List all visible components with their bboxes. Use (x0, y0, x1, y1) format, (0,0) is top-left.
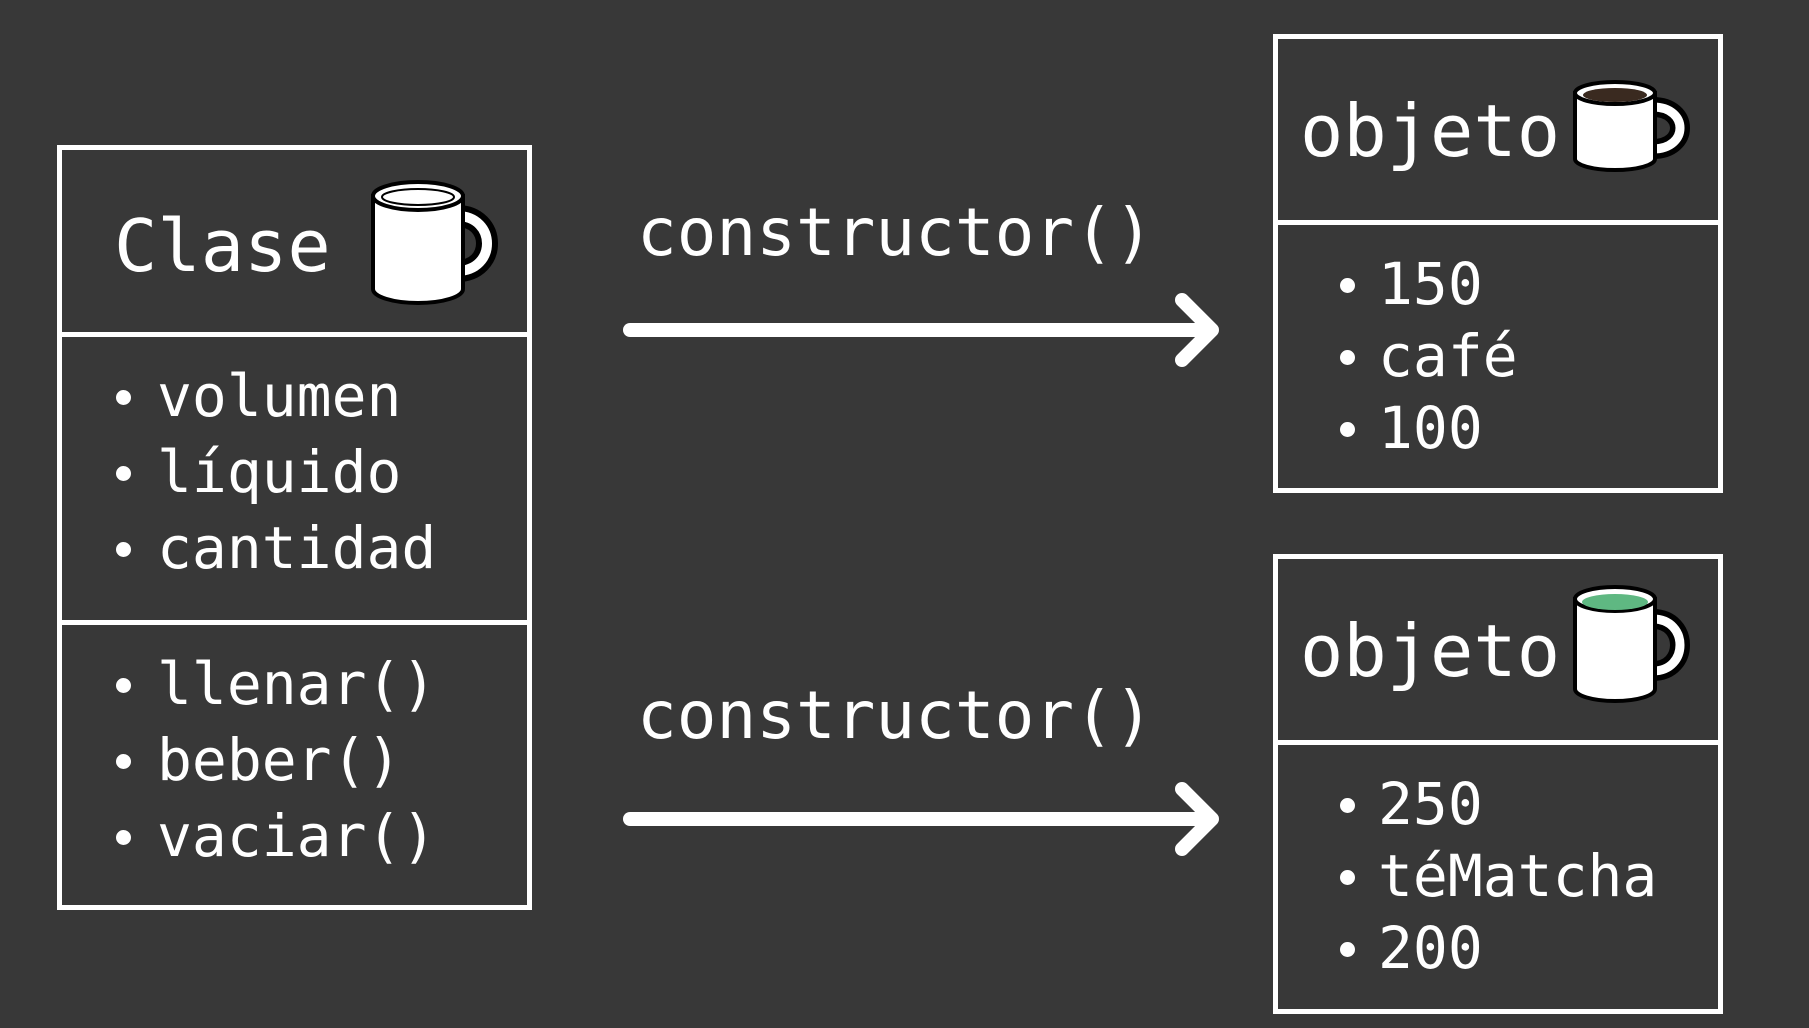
attribute-label: cantidad (157, 514, 437, 582)
value-item: 200 (1340, 919, 1657, 991)
arrow-right-icon (623, 293, 1219, 367)
method-item: vaciar() (116, 807, 436, 883)
value-label: 150 (1378, 250, 1483, 318)
class-attributes-section: volumen líquido cantidad (62, 332, 527, 620)
value-label: café (1378, 322, 1518, 390)
bullet (116, 390, 131, 405)
object-values-list: 150 café 100 (1340, 255, 1518, 471)
constructor-label-2: constructor() (637, 677, 1154, 754)
value-item: café (1340, 327, 1518, 399)
method-item: llenar() (116, 655, 436, 731)
attributes-list: volumen líquido cantidad (116, 367, 436, 595)
value-item: 100 (1340, 399, 1518, 471)
object-title-section: objeto (1278, 39, 1718, 220)
object-values-list: 250 téMatcha 200 (1340, 775, 1657, 991)
value-item: 250 (1340, 775, 1657, 847)
bullet (1340, 870, 1355, 885)
object-title: objeto (1300, 89, 1561, 173)
class-title-section: Clase (62, 150, 527, 332)
object-box-2: objeto 250 téMatcha 200 (1273, 554, 1723, 1014)
attribute-label: volumen (157, 362, 402, 430)
bullet (1340, 278, 1355, 293)
attribute-item: líquido (116, 443, 436, 519)
matcha-mug-icon (1573, 585, 1690, 703)
bullet (1340, 798, 1355, 813)
object-title: objeto (1300, 609, 1561, 693)
object-title-section: objeto (1278, 559, 1718, 740)
bullet (1340, 422, 1355, 437)
class-methods-section: llenar() beber() vaciar() (62, 620, 527, 905)
attribute-label: líquido (157, 438, 402, 506)
object-box-1: objeto 150 café 100 (1273, 34, 1723, 493)
method-item: beber() (116, 731, 436, 807)
constructor-label-1: constructor() (637, 194, 1154, 271)
bullet (116, 466, 131, 481)
value-label: 250 (1378, 770, 1483, 838)
bullet (116, 542, 131, 557)
attribute-item: cantidad (116, 519, 436, 595)
class-box: Clase volumen líquido cantidad llenar() … (57, 145, 532, 910)
value-item: 150 (1340, 255, 1518, 327)
methods-list: llenar() beber() vaciar() (116, 655, 436, 883)
method-label: vaciar() (157, 802, 437, 870)
object-values-section: 150 café 100 (1278, 220, 1718, 457)
attribute-item: volumen (116, 367, 436, 443)
value-label: 100 (1378, 394, 1483, 462)
bullet (1340, 942, 1355, 957)
value-label: 200 (1378, 914, 1483, 982)
arrow-right-icon (623, 782, 1219, 856)
bullet (1340, 350, 1355, 365)
bullet (116, 678, 131, 693)
class-title: Clase (114, 204, 331, 288)
empty-mug-icon (371, 180, 498, 305)
method-label: beber() (157, 726, 402, 794)
object-values-section: 250 téMatcha 200 (1278, 740, 1718, 977)
bullet (116, 754, 131, 769)
method-label: llenar() (157, 650, 437, 718)
value-label: téMatcha (1378, 842, 1658, 910)
coffee-mug-icon (1573, 80, 1690, 172)
bullet (116, 830, 131, 845)
value-item: téMatcha (1340, 847, 1657, 919)
